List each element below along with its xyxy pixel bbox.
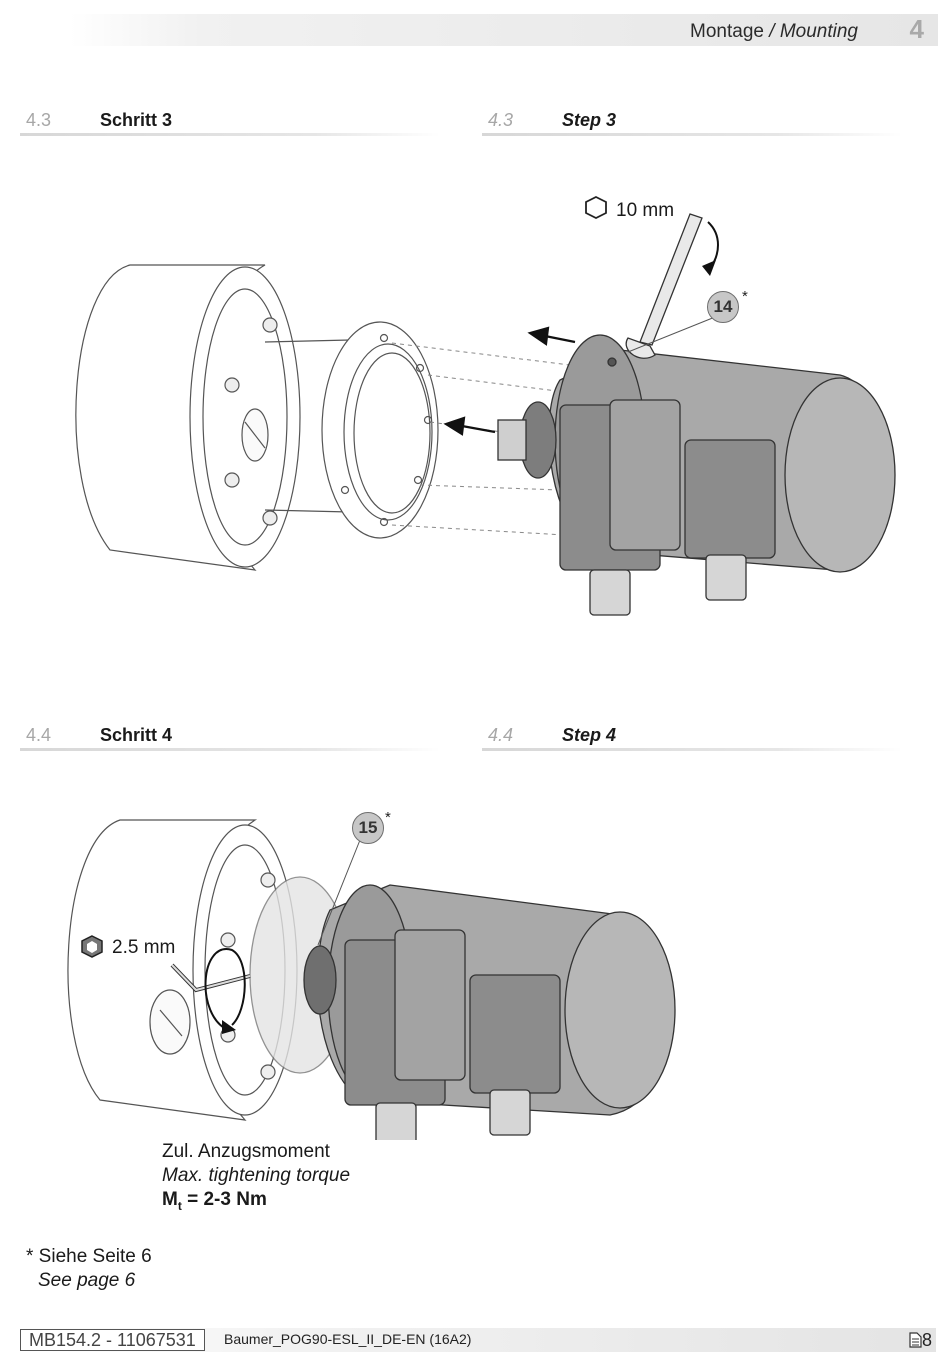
callout-leader — [627, 314, 721, 353]
shaft-housing — [75, 264, 351, 571]
step4-illustration — [67, 819, 676, 1140]
wrench-size-label: 10 mm — [616, 200, 675, 221]
hex-key-tool — [170, 963, 251, 993]
hex-key-icon-inner — [87, 941, 97, 953]
torque-spec: Zul. Anzugsmoment Max. tightening torque… — [162, 1140, 350, 1218]
section-rule — [482, 748, 902, 751]
torque-symbol: M — [162, 1189, 178, 1210]
section-heading-4-3-en: 4.3 Step 3 — [482, 110, 902, 136]
section-title: Step 3 — [562, 110, 617, 130]
header-title-sep: / — [763, 21, 780, 42]
rotation-arrow — [707, 221, 719, 269]
section-heading-4-3-de: 4.3 Schritt 3 — [20, 110, 440, 136]
torque-subscript: t — [177, 1198, 182, 1213]
wrench — [625, 213, 703, 359]
section-heading-4-4-en: 4.4 Step 4 — [482, 725, 902, 751]
section-title: Schritt 3 — [100, 110, 173, 130]
mounting-arrows — [443, 326, 576, 436]
section-number: 4.3 — [488, 110, 514, 130]
encoder-body — [249, 876, 676, 1140]
torque-number: = 2-3 Nm — [181, 1189, 267, 1210]
header-title-en: Mounting — [779, 21, 858, 42]
footnote: * Siehe Seite 6 See page 6 — [26, 1245, 152, 1293]
footnote-de: * Siehe Seite 6 — [26, 1246, 152, 1267]
page-number-value: 8 — [921, 1330, 932, 1350]
chapter-number: 4 — [909, 14, 924, 44]
section-number: 4.4 — [26, 725, 52, 745]
section-rule — [20, 748, 440, 751]
step3-illustration — [75, 195, 896, 616]
section-rule — [482, 133, 902, 136]
section-heading-4-4-de: 4.4 Schritt 4 — [20, 725, 440, 751]
torque-value: Mt = 2-3 Nm — [162, 1188, 350, 1218]
callout-leader — [317, 839, 361, 946]
section-number: 4.4 — [488, 725, 514, 745]
hex-wrench-icon — [585, 195, 607, 220]
section-title: Schritt 4 — [100, 725, 173, 745]
document-id: MB154.2 - 11067531 — [20, 1329, 205, 1351]
header-bar — [70, 14, 938, 46]
adaptor-flange — [321, 321, 439, 539]
callout-15: 15 — [352, 812, 384, 844]
section-number: 4.3 — [26, 110, 52, 130]
page-number: 8 — [909, 1330, 932, 1351]
torque-label-de: Zul. Anzugsmoment — [162, 1141, 330, 1162]
encoder-body — [497, 334, 896, 616]
callout-14: 14 — [707, 291, 739, 323]
torque-label-en: Max. tightening torque — [162, 1165, 351, 1186]
document-name: Baumer_POG90-ESL_II_DE-EN (16A2) — [224, 1331, 472, 1347]
rotation-arrow — [204, 948, 246, 1031]
callout-star: * — [742, 288, 748, 305]
section-rule — [20, 133, 440, 136]
hex-key-size-label: 2.5 mm — [112, 937, 176, 958]
section-title: Step 4 — [562, 725, 617, 745]
callout-star: * — [385, 809, 391, 826]
footnote-en: See page 6 — [38, 1270, 136, 1291]
header-title: Montage / Mounting — [690, 21, 858, 43]
page-icon — [909, 1332, 922, 1348]
header-title-de: Montage — [690, 21, 764, 42]
rotation-arrowhead — [222, 1020, 236, 1034]
rotation-arrowhead — [702, 260, 716, 276]
